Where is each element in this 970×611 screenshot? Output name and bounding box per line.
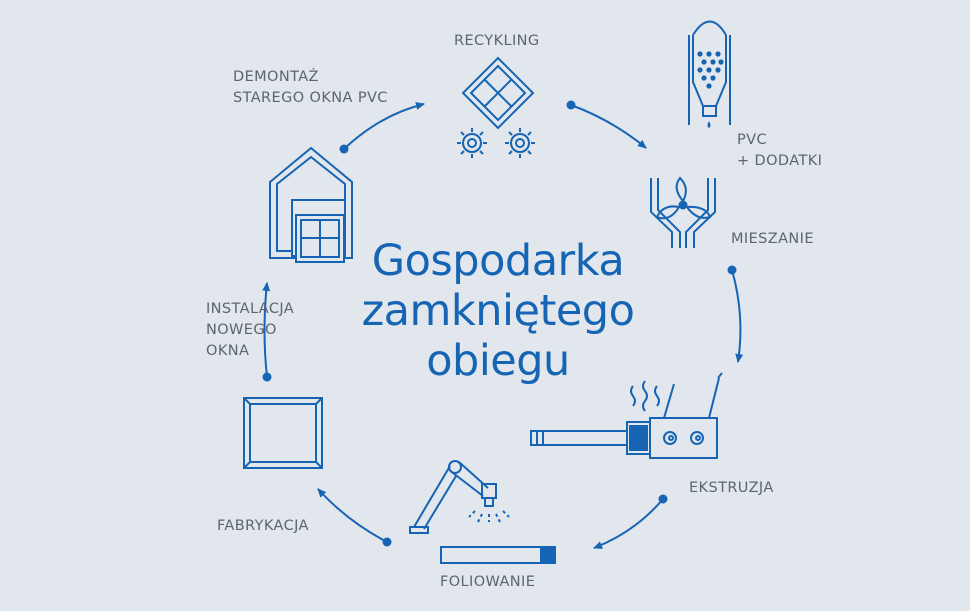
title-line: Gospodarka	[371, 236, 625, 286]
gear-right	[505, 128, 535, 158]
title-line: obiegu	[426, 336, 570, 386]
extruder-icon	[530, 372, 723, 459]
arrow-fabrykacja-to-instalacja	[262, 282, 272, 382]
label-ekstruzja: EKSTRUZJA	[689, 480, 774, 496]
robot-arm-icon	[409, 460, 556, 564]
label-demontaz: DEMONTAŻ STAREGO OKNA PVC	[233, 69, 388, 106]
arrow-instalacja-to-demontaz	[339, 102, 425, 154]
arrow-ekstruzja-to-foliowanie	[593, 494, 668, 549]
label-recykling: RECYKLING	[454, 33, 540, 49]
house-window-icon	[269, 146, 353, 263]
label-instalacja: INSTALACJA NOWEGO OKNA	[206, 301, 295, 359]
mixer-icon	[650, 176, 716, 248]
arrow-foliowanie-to-fabrykacja	[317, 488, 392, 547]
label-pvc-dodatki: PVC + DODATKI	[737, 132, 823, 169]
cycle-arrows	[262, 100, 744, 549]
window-frame-icon	[243, 397, 323, 469]
silo-icon	[688, 20, 731, 128]
arrow-mieszanie-to-ekstruzja	[727, 265, 744, 363]
diagram-title: Gospodarka zamkniętego obiegu	[340, 236, 656, 386]
label-foliowanie: FOLIOWANIE	[440, 574, 536, 590]
label-fabrykacja: FABRYKACJA	[217, 518, 309, 534]
title-line: zamkniętego	[361, 286, 635, 336]
arrow-recykling-to-pvc	[566, 100, 647, 149]
gear-left	[457, 128, 487, 158]
recycling-icon	[457, 56, 535, 158]
label-mieszanie: MIESZANIE	[731, 231, 814, 247]
